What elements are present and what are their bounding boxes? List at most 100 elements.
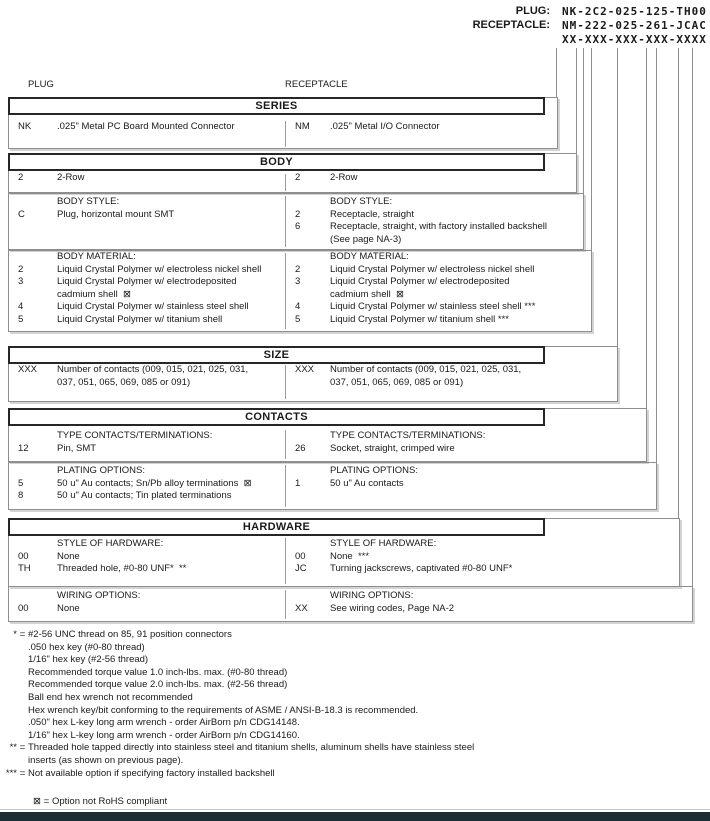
option-row: JC Turning jackscrews, captivated #0-80 …	[295, 563, 675, 576]
footnotes: * = #2-56 UNC thread on 85, 91 position …	[0, 629, 705, 780]
footnote-equals: =	[19, 742, 26, 754]
body-header: BODY	[8, 153, 545, 171]
footnote-text: 1/16" hex L-key long arm wrench - order …	[28, 729, 300, 741]
footnote-marker	[0, 642, 17, 655]
option-desc: 50 u" Au contacts; Sn/Pb alloy terminati…	[57, 477, 252, 489]
footnote-line: 1/16" hex key (#2-56 thread)	[0, 654, 705, 667]
footnote-equals	[17, 679, 28, 692]
option-desc: .025" Metal PC Board Mounted Connector	[57, 121, 235, 132]
option-row: NK .025" Metal PC Board Mounted Connecto…	[18, 121, 280, 134]
option-row: 12 Pin, SMT	[18, 443, 280, 456]
body-style-right-col: BODY STYLE: 2 Receptacle, straight 6 Rec…	[295, 196, 579, 246]
footnote-line: Ball end hex wrench not recommended	[0, 692, 705, 705]
footnote-marker	[0, 692, 17, 705]
rohs-note-text: Option not RoHS compliant	[52, 796, 168, 807]
leader-line-body-row	[576, 48, 577, 153]
option-desc: 2-Row	[57, 172, 85, 183]
plating-left-col: PLATING OPTIONS: 5 50 u" Au contacts; Sn…	[18, 465, 280, 503]
footnote-line: Recommended torque value 1.0 inch-lbs. m…	[0, 667, 705, 680]
option-desc: None ***	[330, 550, 370, 562]
option-row: XXX Number of contacts (009, 015, 021, 0…	[18, 364, 280, 389]
option-desc: Liquid Crystal Polymer w/ electrodeposit…	[57, 276, 237, 300]
option-row: 2 2-Row	[18, 172, 280, 185]
footnote-text: .050" hex L-key long arm wrench - order …	[28, 717, 300, 729]
footnote-equals	[17, 692, 28, 705]
option-code: 8	[18, 490, 24, 501]
footnote-marker	[0, 755, 17, 768]
footnote-equals	[17, 667, 28, 680]
option-desc: Liquid Crystal Polymer w/ stainless stee…	[57, 301, 249, 312]
option-row: 2 2-Row	[295, 172, 565, 185]
divider-series	[285, 121, 286, 147]
option-desc: Receptacle, straight, with factory insta…	[330, 221, 548, 245]
option-code: 3	[18, 276, 24, 287]
option-desc: Liquid Crystal Polymer w/ electroless ni…	[57, 263, 262, 275]
divider-body-material	[285, 253, 286, 329]
option-code: 2	[295, 172, 301, 183]
option-row: XXX Number of contacts (009, 015, 021, 0…	[295, 364, 613, 389]
option-desc: 50 u" Au contacts; Tin plated terminatio…	[57, 490, 232, 501]
option-code: 00	[18, 602, 29, 614]
footnote-equals: =	[19, 767, 26, 779]
hardware-style-right-col: STYLE OF HARDWARE: 00 None *** JC Turnin…	[295, 538, 675, 576]
body-row-left-col: 2 2-Row	[18, 172, 280, 185]
hardware-header: HARDWARE	[8, 518, 545, 536]
option-code: 4	[18, 301, 24, 312]
footnote-marker: *	[13, 629, 17, 640]
bottom-rule	[0, 809, 710, 810]
option-row: 6 Receptacle, straight, with factory ins…	[295, 221, 579, 246]
footnote-marker	[0, 705, 17, 718]
option-desc: None	[57, 602, 80, 614]
option-row: 26 Socket, straight, crimped wire	[295, 443, 642, 456]
leader-line-wiring	[692, 48, 693, 586]
option-desc: Turning jackscrews, captivated #0-80 UNF…	[330, 563, 513, 574]
footnote-line: .050 hex key (#0-80 thread)	[0, 642, 705, 655]
wiring-box	[8, 586, 693, 622]
option-code: JC	[295, 563, 307, 574]
option-code: XXX	[18, 364, 38, 375]
footnote-text: Ball end hex wrench not recommended	[28, 691, 193, 703]
receptacle-part-number: NM-222-025-261-JCAC	[562, 18, 707, 32]
option-code: 12	[18, 442, 29, 454]
body-material-right-col: BODY MATERIAL: 2 Liquid Crystal Polymer …	[295, 251, 587, 326]
not-rohs-icon: ⊠	[33, 796, 41, 807]
footnote-line: 1/16" hex L-key long arm wrench - order …	[0, 730, 705, 743]
footnote-equals	[17, 642, 28, 655]
contact-type-left-col: TYPE CONTACTS/TERMINATIONS: 12 Pin, SMT	[18, 430, 280, 455]
option-row: 4 Liquid Crystal Polymer w/ stainless st…	[295, 301, 587, 314]
option-code: 5	[295, 313, 301, 325]
body-style-left-col: BODY STYLE: C Plug, horizontal mount SMT	[18, 196, 280, 221]
footnote-text: Recommended torque value 1.0 inch-lbs. m…	[28, 666, 288, 678]
series-right-col: NM .025" Metal I/O Connector	[295, 121, 553, 134]
subsection-label: STYLE OF HARDWARE:	[330, 538, 437, 549]
leader-line-series	[556, 48, 557, 97]
footnote-text: #2-56 UNC thread on 85, 91 position conn…	[28, 629, 232, 640]
footnote-line: *** = Not available option if specifying…	[0, 768, 705, 781]
plating-box	[8, 462, 657, 510]
footnote-text: .050 hex key (#0-80 thread)	[28, 641, 145, 653]
subsection-label: WIRING OPTIONS:	[57, 590, 141, 601]
option-desc: Threaded hole, #0-80 UNF* **	[57, 563, 187, 574]
footnote-marker	[0, 730, 17, 743]
option-row: 4 Liquid Crystal Polymer w/ stainless st…	[18, 301, 280, 314]
option-desc: Liquid Crystal Polymer w/ stainless stee…	[330, 301, 536, 312]
footnote-marker	[0, 667, 17, 680]
option-row: 1 50 u" Au contacts	[295, 478, 652, 491]
option-row: 00 None ***	[295, 551, 675, 564]
contact-type-right-col: TYPE CONTACTS/TERMINATIONS: 26 Socket, s…	[295, 430, 642, 455]
subsection-label: TYPE CONTACTS/TERMINATIONS:	[57, 430, 213, 441]
option-code: NK	[18, 121, 32, 132]
option-code: 26	[295, 442, 306, 454]
plating-right-col: PLATING OPTIONS: 1 50 u" Au contacts	[295, 465, 652, 490]
footnote-line: ** = Threaded hole tapped directly into …	[0, 742, 705, 755]
option-row: 5 50 u" Au contacts; Sn/Pb alloy termina…	[18, 478, 280, 491]
part-number-mask-row: XX-XXX-XXX-XXX-XXXX	[330, 33, 708, 47]
option-row: 5 Liquid Crystal Polymer w/ titanium she…	[295, 314, 587, 327]
option-row: 8 50 u" Au contacts; Tin plated terminat…	[18, 490, 280, 503]
footnote-marker	[0, 654, 17, 667]
divider-wiring	[285, 590, 286, 619]
option-row: TH Threaded hole, #0-80 UNF* **	[18, 563, 280, 576]
subsection-label: TYPE CONTACTS/TERMINATIONS:	[330, 430, 486, 441]
body-material-left-col: BODY MATERIAL: 2 Liquid Crystal Polymer …	[18, 251, 280, 326]
footnote-line: Hex wrench key/bit conforming to the req…	[0, 705, 705, 718]
